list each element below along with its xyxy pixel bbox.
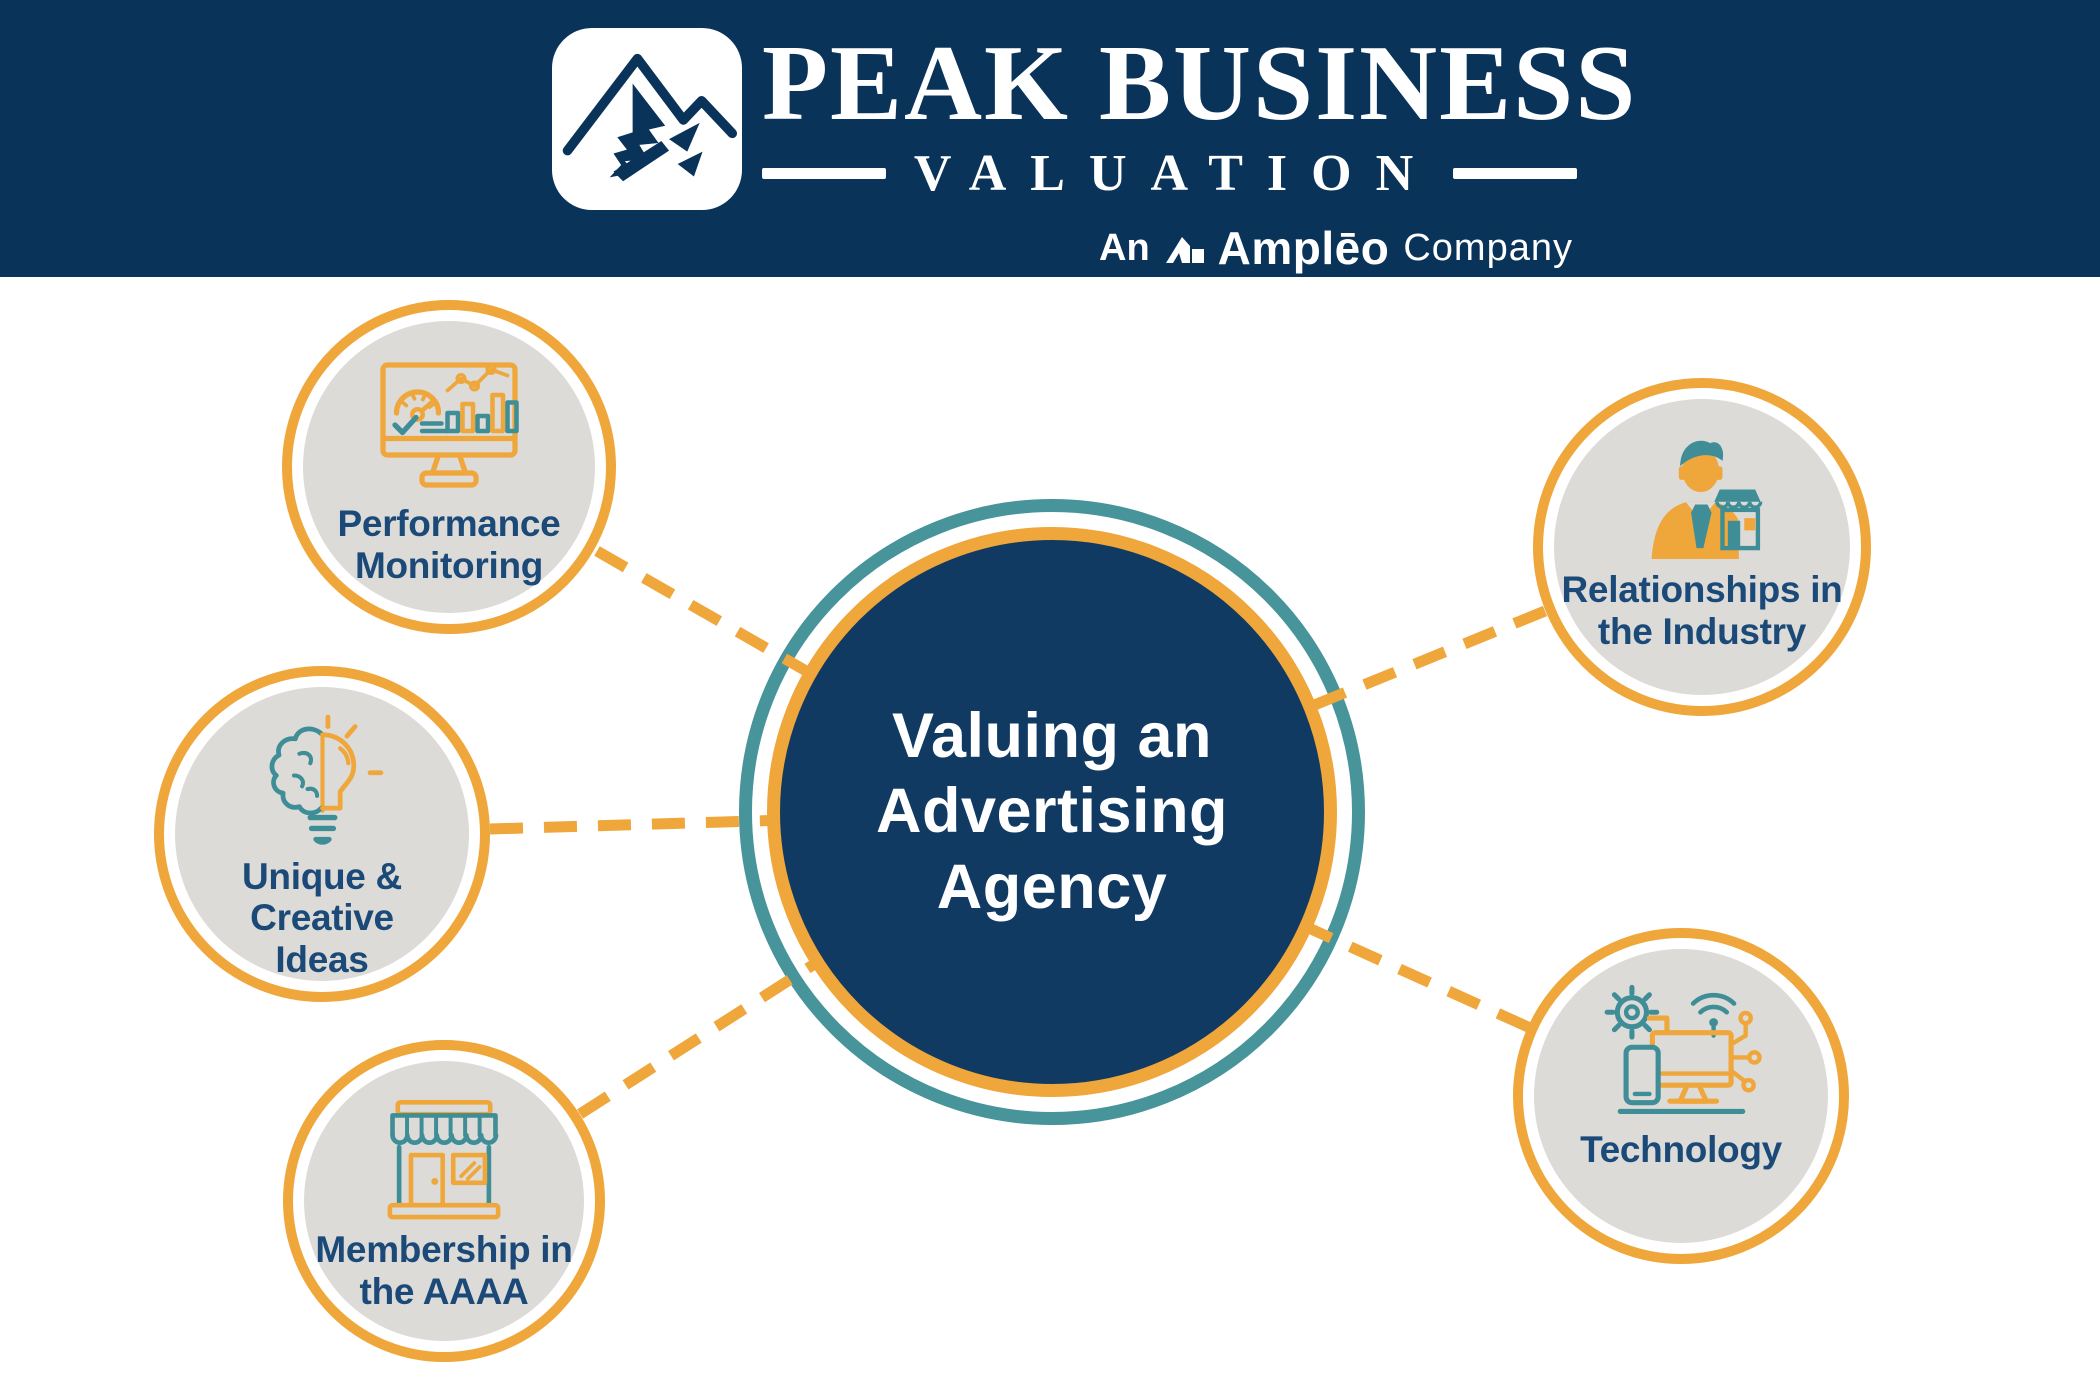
node-label-ideas: Unique & Creative Ideas bbox=[242, 855, 402, 981]
node-label-relationships: Relationships in the Industry bbox=[1561, 569, 1843, 652]
node-technology: Technology bbox=[1513, 928, 1849, 1264]
rule-right bbox=[1453, 168, 1578, 179]
brand-subname: VALUATION bbox=[913, 145, 1438, 202]
node-performance-monitoring: Performance Monitoring bbox=[282, 300, 616, 634]
header-banner: PEAK BUSINESS VALUATION An Amplēo Compan… bbox=[0, 0, 2100, 277]
node-ideas-inner: Unique & Creative Ideas bbox=[175, 687, 469, 981]
center-topic-circle: Valuing an Advertising Agency bbox=[767, 527, 1337, 1097]
brand-name: PEAK BUSINESS bbox=[762, 24, 1638, 143]
node-performance-inner: Performance Monitoring bbox=[303, 321, 595, 613]
node-membership-inner: Membership in the AAAA bbox=[304, 1061, 584, 1341]
node-label-performance: Performance Monitoring bbox=[337, 503, 561, 586]
node-membership-aaaa: Membership in the AAAA bbox=[283, 1040, 605, 1362]
tagline-brand: Amplēo bbox=[1217, 222, 1390, 274]
mountain-logo-icon bbox=[562, 53, 738, 182]
node-technology-inner: Technology bbox=[1534, 949, 1828, 1243]
rule-left bbox=[762, 168, 886, 179]
dashboard-monitor-icon bbox=[380, 362, 519, 488]
brand-subname-row: VALUATION bbox=[762, 144, 1578, 203]
node-label-technology: Technology bbox=[1580, 1129, 1782, 1170]
center-title: Valuing an Advertising Agency bbox=[875, 700, 1229, 922]
storefront-icon bbox=[387, 1099, 501, 1220]
businessman-store-icon bbox=[1651, 440, 1763, 559]
peak-logo bbox=[552, 28, 742, 210]
brain-lightbulb-icon bbox=[269, 714, 383, 845]
node-unique-creative-ideas: Unique & Creative Ideas bbox=[154, 666, 490, 1002]
ampleo-mark-icon bbox=[1165, 237, 1204, 263]
tagline-an: An bbox=[1099, 226, 1150, 269]
node-label-membership: Membership in the AAAA bbox=[315, 1229, 573, 1312]
node-relationships-inner: Relationships in the Industry bbox=[1554, 399, 1850, 695]
brand-lockup: PEAK BUSINESS VALUATION An Amplēo Compan… bbox=[762, 24, 1638, 275]
technology-devices-icon bbox=[1604, 984, 1762, 1114]
tagline: An Amplēo Company bbox=[762, 221, 1577, 275]
tagline-company: Company bbox=[1403, 226, 1573, 269]
node-relationships-industry: Relationships in the Industry bbox=[1533, 378, 1871, 716]
